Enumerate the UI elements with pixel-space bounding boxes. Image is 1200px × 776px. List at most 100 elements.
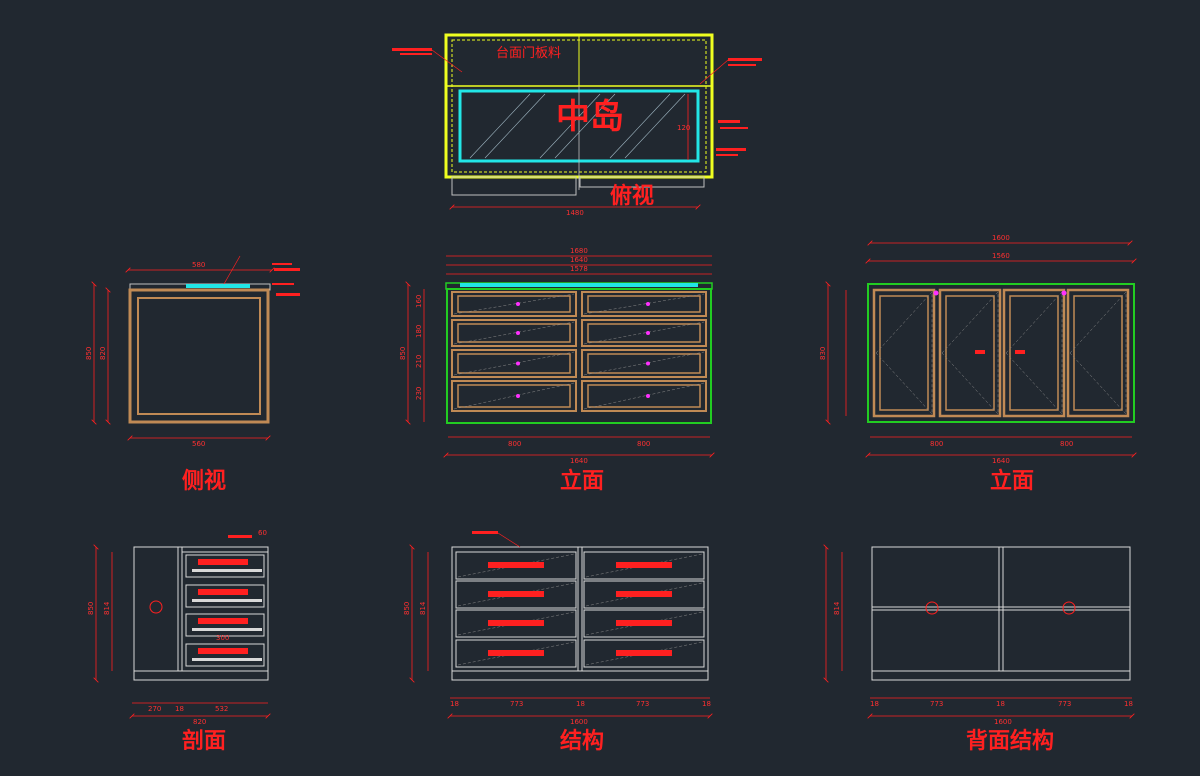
back-body — [867, 283, 1135, 423]
section-drawer-box — [185, 584, 265, 608]
drawer-front — [581, 319, 707, 347]
section-total-dim: 820 — [193, 718, 206, 726]
back-doors — [872, 288, 1130, 418]
front-drawers — [451, 291, 707, 412]
glass-hatch — [469, 93, 686, 159]
back-structure-view: 814 18 773 18 773 18 1600 背面结构 — [826, 547, 1133, 754]
back-total-dim: 1640 — [992, 457, 1010, 465]
top-small-text: 120 — [677, 124, 690, 132]
drawer-diag — [583, 293, 705, 315]
door-hinge — [933, 290, 939, 296]
structure-w1-dim: 773 — [510, 700, 523, 708]
section-drawer-rail — [192, 569, 262, 572]
door-panel — [1002, 288, 1066, 418]
front-l1-dim: 1680 — [570, 247, 588, 255]
section-mid-dim: 300 — [216, 634, 229, 642]
drawer-inner — [587, 295, 701, 313]
door-swing — [1069, 291, 1127, 415]
back-structure-title: 背面结构 — [966, 728, 1054, 754]
front-r1-dim: 160 — [415, 295, 423, 308]
back-structure-outline — [871, 546, 1131, 672]
door-swing — [875, 291, 933, 415]
section-title: 剖面 — [182, 728, 226, 754]
front-d1-dim: 800 — [508, 440, 521, 448]
structure-drawer-box — [583, 551, 705, 580]
drawer-diag — [453, 382, 575, 410]
section-drawer-rail — [192, 658, 262, 661]
base-plinth — [451, 176, 577, 196]
front-l3-dim: 1578 — [570, 265, 588, 273]
structure-h1-dim: 850 — [403, 602, 411, 615]
top-panel-label: 台面门板料 — [496, 46, 561, 61]
door-panel — [938, 288, 1002, 418]
door-panel — [872, 288, 936, 418]
back-d2-dim: 800 — [1060, 440, 1073, 448]
back-l1-dim: 1600 — [992, 234, 1010, 242]
structure-drawer-label — [616, 620, 672, 626]
drawer-handle — [516, 331, 520, 335]
side-panel-inner — [137, 297, 261, 415]
structure-drawers — [455, 551, 705, 668]
front-total-dim: 1640 — [570, 457, 588, 465]
structure-view: 850 814 18 773 18 773 18 1600 结构 — [403, 531, 711, 754]
back-structure-edge-l: 18 — [870, 700, 879, 708]
drawer-handle — [646, 394, 650, 398]
drawer-diag — [453, 321, 575, 345]
structure-drawer-label — [616, 650, 672, 656]
drawer-front — [581, 380, 707, 412]
structure-drawer-label — [488, 650, 544, 656]
door-hinge — [1061, 290, 1067, 296]
drawer-inner — [457, 353, 571, 374]
door-inner — [945, 295, 995, 411]
front-body — [446, 288, 712, 424]
section-drawer-label — [198, 618, 248, 624]
section-drawer-rail — [192, 599, 262, 602]
door-inner — [1073, 295, 1123, 411]
structure-drawer-box — [583, 639, 705, 668]
drawer-inner — [457, 323, 571, 343]
side-bottom-dim: 560 — [192, 440, 205, 448]
drawer-handle — [646, 302, 650, 306]
back-mark-2 — [1015, 350, 1025, 354]
side-view: 580 560 850 820 侧视 — [85, 255, 300, 494]
top-center-label: 中岛 — [556, 97, 624, 137]
front-r3-dim: 210 — [415, 355, 423, 368]
structure-drawer-box — [455, 551, 577, 580]
drawer-front — [581, 291, 707, 317]
structure-drawer-label — [488, 591, 544, 597]
door-inner — [879, 295, 929, 411]
drawer-diag — [583, 321, 705, 345]
drawer-front — [451, 349, 577, 378]
side-h1-dim: 850 — [85, 347, 93, 360]
structure-total-dim: 1600 — [570, 718, 588, 726]
back-structure-w2-dim: 773 — [1058, 700, 1071, 708]
section-drawer-rail — [192, 628, 262, 631]
drawer-handle — [646, 361, 650, 366]
back-structure-edge-m: 18 — [996, 700, 1005, 708]
section-hole — [149, 600, 163, 614]
drawer-diag — [453, 351, 575, 376]
structure-drawer-label — [616, 562, 672, 568]
section-top-dim: 60 — [258, 529, 267, 537]
front-r2-dim: 180 — [415, 325, 423, 338]
back-d1-dim: 800 — [930, 440, 943, 448]
top-view: 台面门板料 中岛 1480 120 俯视 — [392, 33, 762, 217]
section-drawer-box — [185, 643, 265, 667]
section-drawer-box — [185, 613, 265, 637]
door-swing — [1005, 291, 1063, 415]
back-structure-w1-dim: 773 — [930, 700, 943, 708]
drawer-front — [581, 349, 707, 378]
side-top-dim: 580 — [192, 261, 205, 269]
section-drawer-box — [185, 554, 265, 578]
back-structure-edge-r: 18 — [1124, 700, 1133, 708]
structure-drawer-box — [455, 639, 577, 668]
back-elevation: 1600 1560 800 800 1640 830 立面 — [819, 234, 1134, 494]
drawer-inner — [587, 323, 701, 343]
structure-drawer-label — [488, 562, 544, 568]
structure-drawer-box — [583, 609, 705, 638]
drawer-front — [451, 291, 577, 317]
back-structure-hole-2 — [1062, 601, 1076, 615]
top-leader-labels — [392, 48, 762, 156]
door-swing — [941, 291, 999, 415]
